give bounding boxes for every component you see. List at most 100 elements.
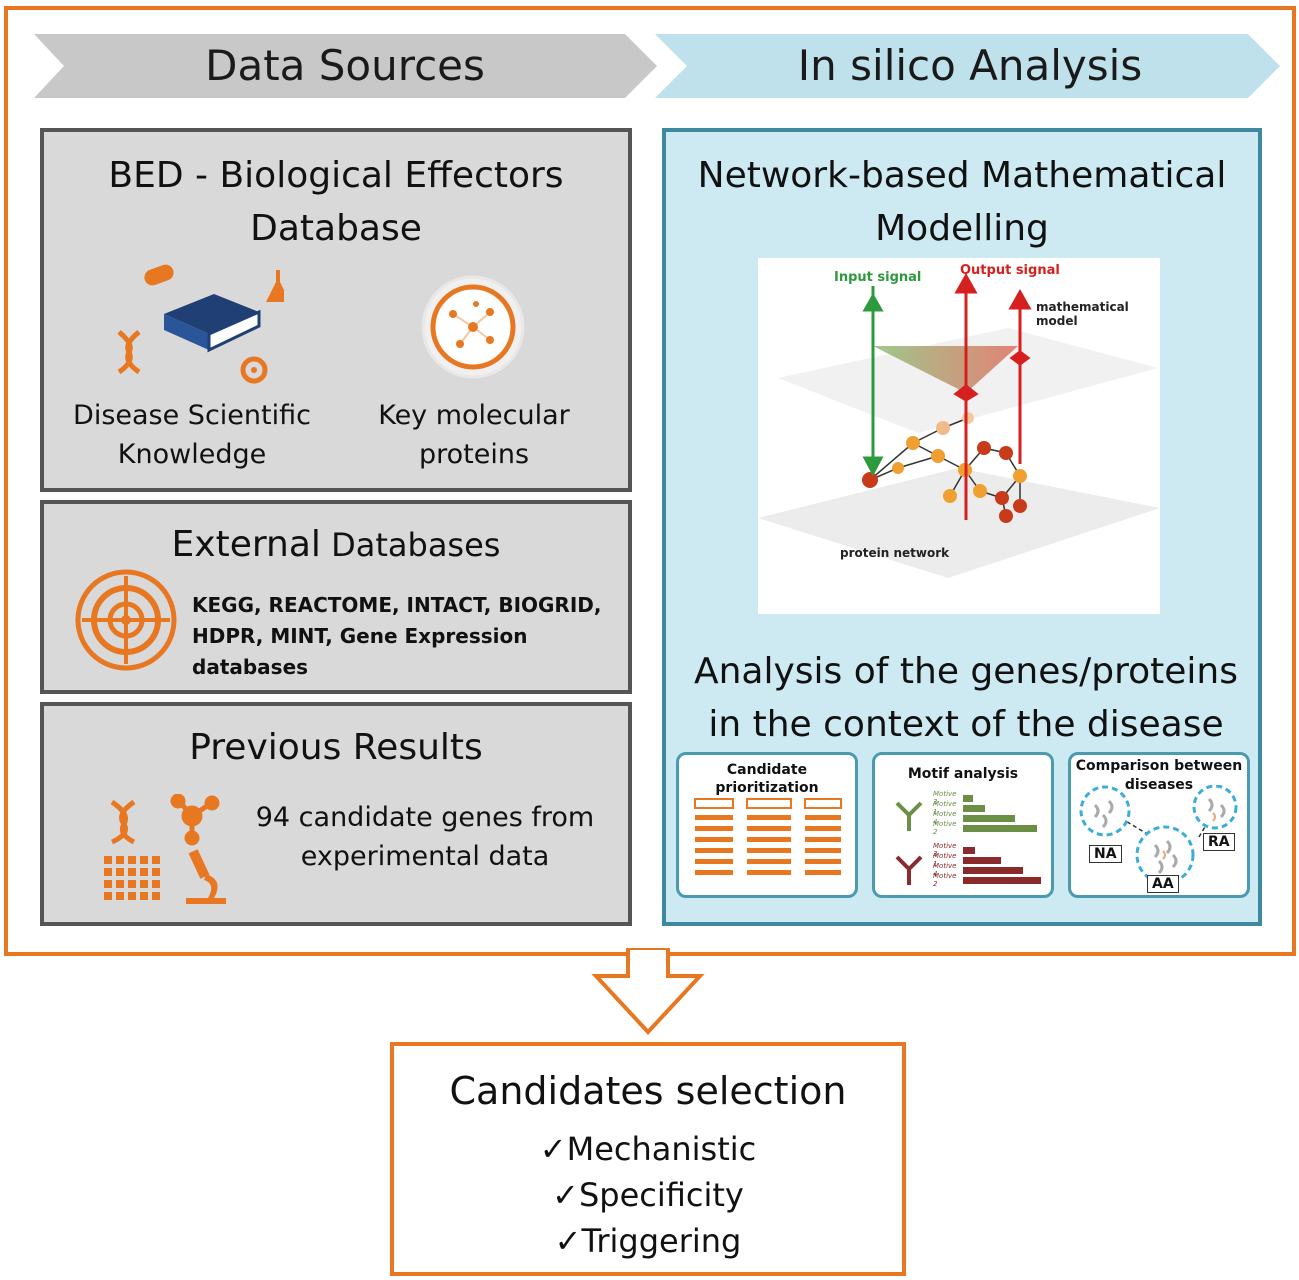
motif-analysis-card: Motif analysis Motive 3 Motive 1 Motive … — [872, 752, 1054, 898]
bed-item2-line1: Key molecular — [378, 400, 570, 431]
bed-item2-line2: proteins — [418, 439, 530, 470]
grid-icon — [104, 856, 160, 900]
motif-analysis-title: Motif analysis — [907, 766, 1019, 782]
table-column-1 — [694, 798, 734, 875]
motif-bar-row: Motive 2 — [933, 872, 1043, 888]
network-diagram — [758, 272, 1160, 578]
down-arrow-icon — [591, 948, 705, 1035]
motif-label: Motive 3 — [933, 790, 957, 806]
motif-bar — [963, 856, 1001, 864]
motif-bar — [963, 794, 973, 802]
motif-bar-row: Motive 4 — [933, 810, 1043, 826]
antibody-icons — [895, 801, 923, 885]
virus-icon — [240, 356, 268, 384]
comparison-card: Comparison between diseases NA RA AA — [1068, 752, 1250, 898]
bed-panel: BED - Biological Effectors Database — [40, 128, 632, 492]
disease-label-na: NA — [1089, 845, 1122, 863]
network-title-line1: Network-based Mathematical — [697, 155, 1227, 196]
candidates-selection-title: Candidates selection — [449, 1069, 847, 1113]
motif-bar-row: Motive 1 — [933, 800, 1043, 816]
candidate-prioritization-title: Candidate prioritization — [715, 762, 819, 796]
protein-network-icon — [421, 275, 525, 379]
selection-item-label: Mechanistic — [566, 1130, 757, 1168]
disease-circles — [1079, 785, 1238, 885]
motif-chart-bottom: Motive 3 Motive 1 Motive 4 Motive 2 — [933, 842, 1043, 888]
data-sources-banner-shape — [34, 34, 657, 98]
in-silico-panel: Network-based Mathematical Modelling — [662, 128, 1262, 926]
check-icon: ✓ — [554, 1222, 582, 1260]
motif-bar — [963, 814, 1015, 822]
in-silico-banner-label: In silico Analysis — [797, 41, 1143, 90]
bed-title-line2: Database — [250, 208, 422, 249]
motif-label: Motive 1 — [933, 800, 957, 816]
knowledge-icons — [117, 264, 284, 384]
output-arrows — [953, 272, 1032, 520]
check-icon: ✓ — [552, 1176, 579, 1214]
motif-label: Motive 1 — [933, 852, 957, 868]
external-panel: External Databases KEGG, REACTOME, INTAC… — [40, 500, 632, 694]
data-sources-banner-label: Data Sources — [205, 41, 485, 90]
disease-label-aa: AA — [1147, 875, 1179, 893]
external-title-big: External — [171, 524, 321, 565]
motif-bar — [963, 804, 985, 812]
motif-bar — [963, 846, 975, 854]
previous-title: Previous Results — [189, 727, 483, 768]
motif-label: Motive 2 — [933, 820, 957, 836]
external-title-small: Databases — [320, 526, 501, 564]
motif-label: Motive 3 — [933, 842, 957, 858]
external-list-line2: HDPR, MINT, Gene Expression databases — [192, 624, 528, 679]
motif-bar-row: Motive 4 — [933, 862, 1043, 878]
molecule-icon — [170, 794, 220, 846]
pill-icon — [144, 264, 174, 286]
input-signal-label: Input signal — [834, 270, 922, 285]
external-title: External Databases — [44, 522, 628, 574]
protein-network-label: protein network — [840, 546, 950, 560]
microscope-icon — [186, 849, 226, 904]
motif-bar — [963, 866, 1023, 874]
signal-cone — [873, 346, 1018, 393]
table-column-3 — [804, 798, 842, 875]
prioritization-table-icon — [694, 798, 842, 875]
book-icon — [164, 294, 261, 353]
lab-icons — [104, 794, 226, 904]
motif-bar-row: Motive 3 — [933, 790, 1043, 806]
candidates-selection-box: Candidates selection ✓Mechanistic ✓Speci… — [390, 1042, 906, 1276]
disease-label-ra: RA — [1203, 833, 1235, 851]
banner-arrows — [34, 34, 1280, 98]
bed-item1-line1: Disease Scientific — [73, 400, 311, 431]
selection-item-specificity: ✓Specificity — [394, 1172, 902, 1218]
comparison-title-line1: Comparison between — [1075, 758, 1243, 774]
external-list-line1: KEGG, REACTOME, INTACT, BIOGRID, — [192, 593, 602, 617]
target-icon — [75, 569, 177, 671]
selection-item-label: Specificity — [578, 1176, 744, 1214]
table-column-2 — [746, 798, 792, 875]
selection-item-triggering: ✓Triggering — [394, 1218, 902, 1264]
selection-item-mechanistic: ✓Mechanistic — [394, 1126, 902, 1172]
bed-item1-line2: Knowledge — [117, 439, 267, 470]
motif-bar — [963, 824, 1037, 832]
comparison-title-line2: diseases — [1124, 777, 1194, 793]
lower-plane — [758, 468, 1160, 578]
dna-icon — [117, 330, 141, 375]
motif-label: Motive 2 — [933, 872, 957, 888]
motif-bar-row: Motive 1 — [933, 852, 1043, 868]
antibody-icon — [895, 855, 923, 885]
check-icon: ✓ — [539, 1130, 567, 1168]
network-title-line2: Modelling — [875, 208, 1049, 249]
antibody-icon — [895, 801, 923, 831]
motif-bar-row: Motive 2 — [933, 820, 1043, 836]
previous-panel: Previous Results 94 candidate genes from… — [40, 702, 632, 926]
analysis-title-line1: Analysis of the genes/proteins — [693, 651, 1238, 692]
previous-text-line2: experimental data — [300, 841, 550, 872]
selection-item-label: Triggering — [581, 1222, 742, 1260]
bed-title-line1: BED - Biological Effectors — [108, 155, 564, 196]
flask-icon — [266, 270, 284, 302]
motif-bar — [963, 876, 1041, 884]
input-arrow — [862, 286, 884, 477]
dna-icon — [110, 799, 136, 845]
previous-text-line1: 94 candidate genes from — [255, 802, 595, 833]
mathematical-model-label: mathematical model — [1036, 300, 1129, 328]
output-signal-label: Output signal — [960, 263, 1060, 278]
network-figure: Input signal Output signal mathematical … — [758, 258, 1160, 614]
motif-label: Motive 4 — [933, 810, 957, 826]
